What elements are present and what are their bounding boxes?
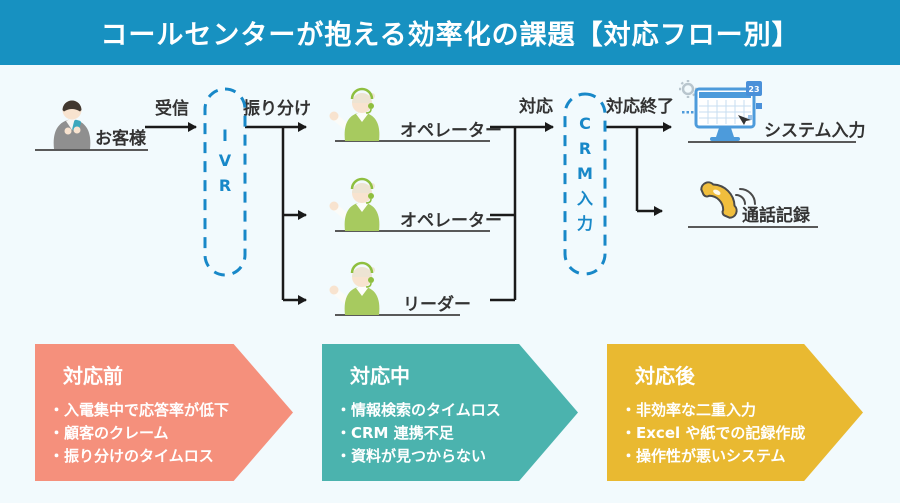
flow-diagram: 受信 振り分け 対応 対応終了 お客様 I V R <box>35 80 866 316</box>
stage-item: ・操作性が悪いシステム <box>621 447 786 465</box>
ivr-node: I V R <box>203 87 247 277</box>
agent-label-1: オペレーター <box>400 121 502 141</box>
stage-during-list: ・情報検索のタイムロス ・CRM 連携不足 ・資料が見つからない <box>336 399 578 468</box>
svg-text:M: M <box>577 164 593 183</box>
call-record-label: 通話記録 <box>742 205 811 226</box>
stage-item: ・顧客のクレーム <box>49 424 169 442</box>
leader-label: リーダー <box>403 294 471 315</box>
flow-arrows <box>145 122 672 305</box>
operator-icon <box>329 177 380 231</box>
stage-item: ・資料が見つからない <box>336 447 487 465</box>
stage-item: ・非効率な二重入力 <box>621 401 757 419</box>
svg-text:C: C <box>579 114 591 133</box>
svg-text:力: 力 <box>577 214 593 233</box>
svg-text:R: R <box>219 176 231 195</box>
svg-text:I: I <box>222 126 228 145</box>
edge-label-respond: 対応 <box>518 96 553 117</box>
stage-item: ・情報検索のタイムロス <box>336 401 501 419</box>
svg-text:入: 入 <box>577 189 593 208</box>
calendar-badge: 23 <box>748 85 759 94</box>
page-title: コールセンターが抱える効率化の課題【対応フロー別】 <box>100 20 800 51</box>
stage-after-title: 対応後 <box>635 364 695 388</box>
leader-icon <box>329 261 380 315</box>
crm-node: C R M 入 力 <box>563 92 607 276</box>
stage-before-box: 対応前 ・入電集中で応答率が低下 ・顧客のクレーム ・振り分けのタイムロス <box>35 344 293 481</box>
stage-item: ・CRM 連携不足 <box>336 424 454 442</box>
operator-icon <box>329 87 380 141</box>
agent-label-2: オペレーター <box>400 211 502 231</box>
stage-item: ・Excel や紙での記録作成 <box>621 424 806 442</box>
stage-after-list: ・非効率な二重入力 ・Excel や紙での記録作成 ・操作性が悪いシステム <box>621 399 863 468</box>
stage-during-box: 対応中 ・情報検索のタイムロス ・CRM 連携不足 ・資料が見つからない <box>322 344 578 481</box>
edge-label-receive: 受信 <box>155 98 189 119</box>
customer-label: お客様 <box>95 128 147 149</box>
stage-during-title: 対応中 <box>350 364 410 388</box>
stage-after-box: 対応後 ・非効率な二重入力 ・Excel や紙での記録作成 ・操作性が悪いシステ… <box>607 344 863 481</box>
system-input-label: システム入力 <box>764 120 866 141</box>
call-record-icon <box>700 181 756 219</box>
svg-text:R: R <box>579 139 591 158</box>
svg-text:V: V <box>219 151 232 170</box>
customer-icon <box>53 100 91 149</box>
stage-item: ・振り分けのタイムロス <box>49 447 214 465</box>
edge-label-respond-end: 対応終了 <box>605 96 674 117</box>
stage-item: ・入電集中で応答率が低下 <box>49 401 230 419</box>
header-bar: コールセンターが抱える効率化の課題【対応フロー別】 <box>0 0 900 65</box>
edge-label-route: 振り分け <box>243 98 311 119</box>
system-input-icon: 23 <box>679 80 762 141</box>
stage-before-title: 対応前 <box>63 364 123 388</box>
stage-before-list: ・入電集中で応答率が低下 ・顧客のクレーム ・振り分けのタイムロス <box>49 399 293 468</box>
